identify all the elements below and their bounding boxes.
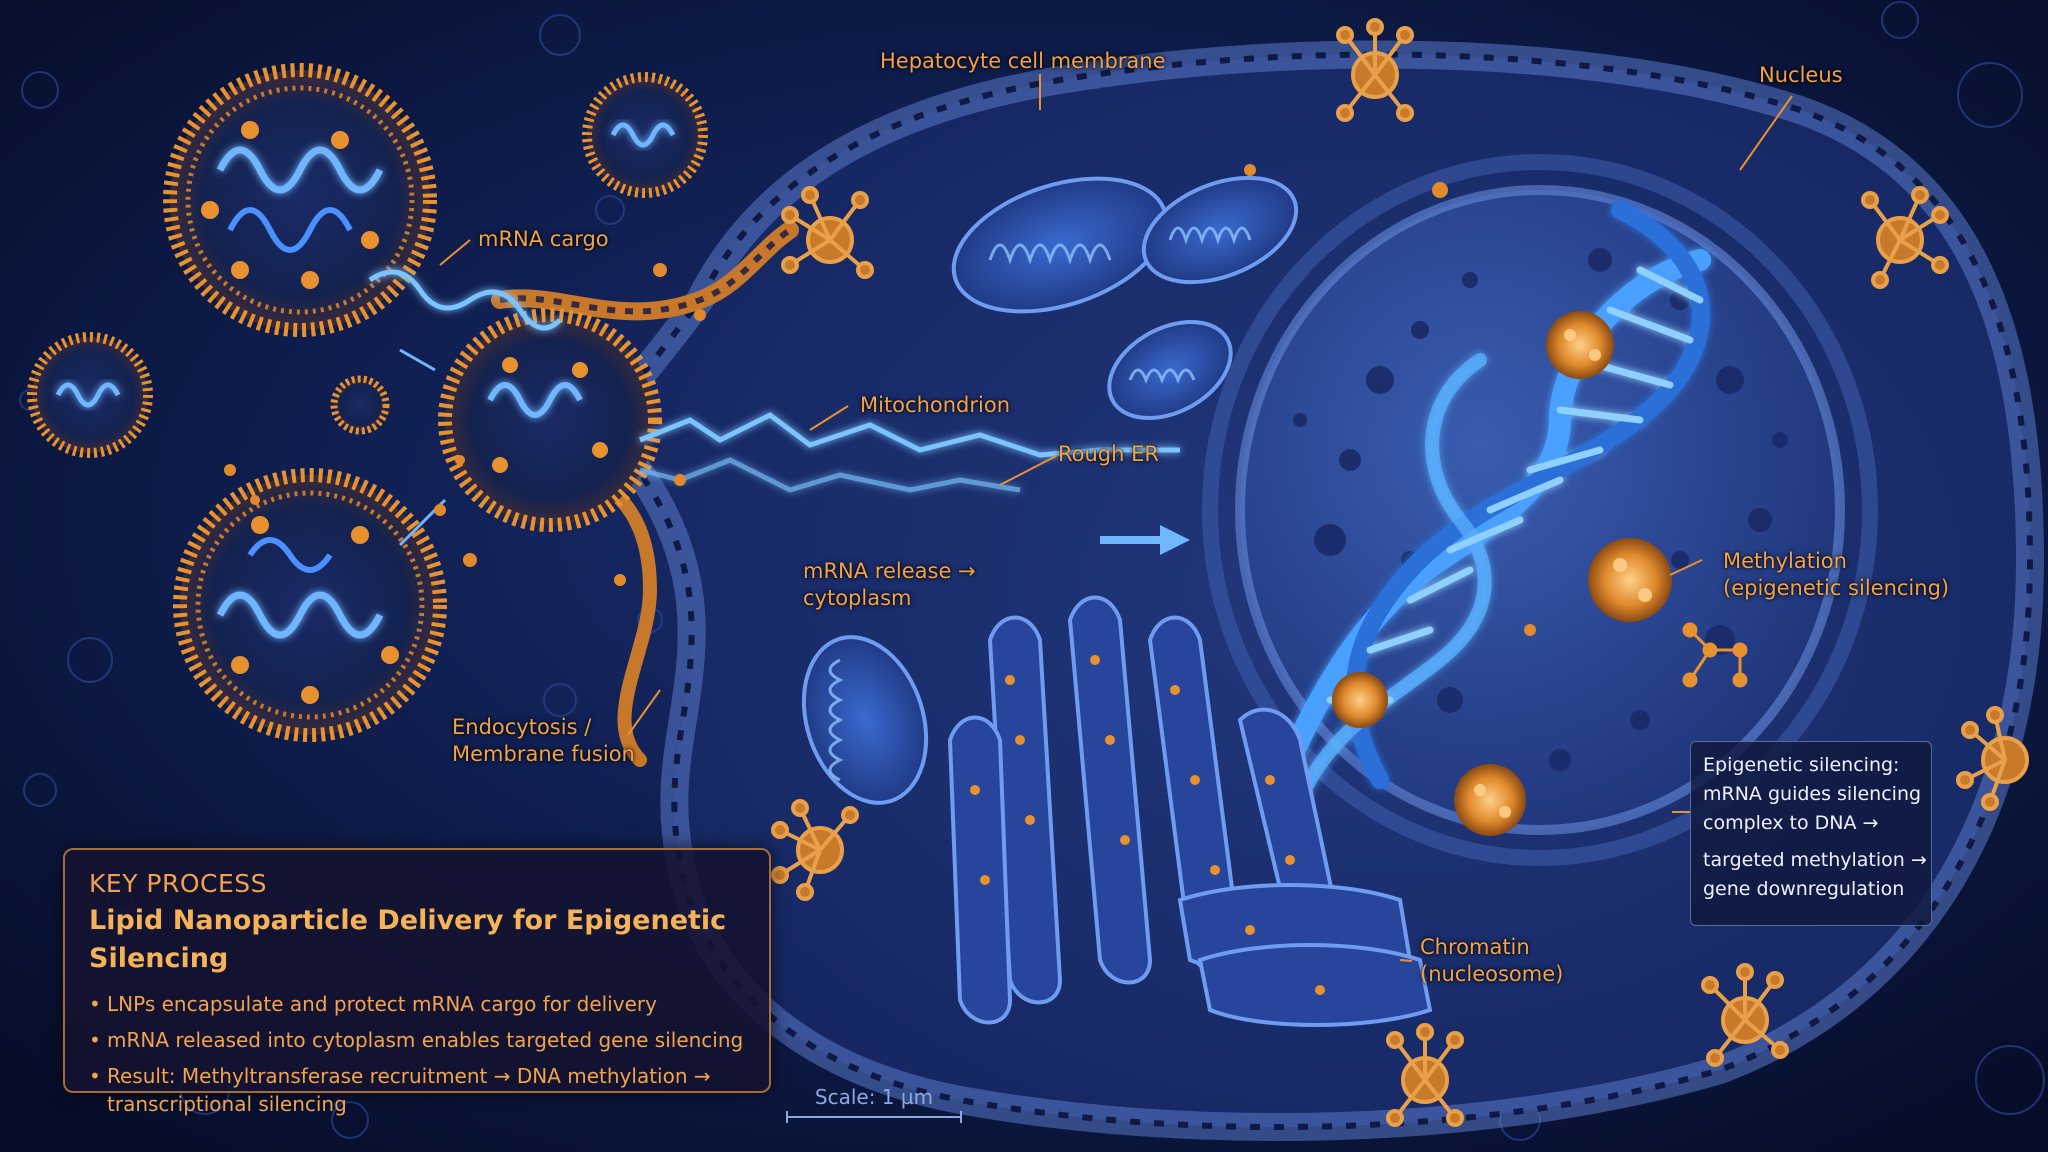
key-process-title: Lipid Nanoparticle Delivery for Epigenet…: [89, 905, 727, 974]
key-process-heading: KEY PROCESS: [89, 869, 268, 898]
key-process-box: KEY PROCESS Lipid Nanoparticle Delivery …: [63, 848, 771, 1116]
label-mrna-cargo: mRNA cargo: [478, 227, 609, 251]
chromatin-clusters: [1332, 311, 1672, 836]
note-line-3: complex to DNA →: [1703, 812, 1879, 834]
scale-text: Scale: 1 µm: [814, 1085, 934, 1109]
label-chromatin: Chromatin (nucleosome): [1420, 934, 1563, 988]
leader-lines: [439, 74, 1793, 962]
membrane-receptors: [771, 18, 2029, 1127]
label-mrna-release-line2: cytoplasm: [803, 586, 912, 610]
note-line-5: gene downregulation: [1703, 878, 1905, 900]
key-bullet-3-line1: Result: Methyltransferase recruitment → …: [107, 1064, 711, 1088]
lnp-fusing: [438, 308, 662, 532]
note-line-2: mRNA guides silencing: [1703, 783, 1922, 805]
lipid-nanoparticles: [27, 63, 708, 742]
epigenetic-note-box: Epigenetic silencing: mRNA guides silenc…: [1690, 741, 1932, 926]
lnp-tiny: [330, 375, 390, 435]
label-endocytosis: Endocytosis / Membrane fusion: [452, 714, 635, 768]
scale-bar: Scale: 1 µm: [786, 1084, 962, 1123]
label-methylation-line1: Methylation: [1723, 549, 1847, 573]
lnp-large-top: [163, 63, 437, 337]
label-mrna-release: mRNA release → cytoplasm: [803, 558, 976, 612]
lnp-small-left: [27, 332, 153, 458]
lipid-particles: [224, 164, 1536, 636]
label-mitochondrion: Mitochondrion: [860, 393, 1011, 417]
lnp-large-bottom: [173, 468, 447, 742]
label-chromatin-line2: (nucleosome): [1420, 962, 1564, 986]
label-mrna-release-line1: mRNA release →: [803, 559, 976, 583]
mrna-release-strand: [368, 269, 1180, 493]
note-line-4: targeted methylation →: [1703, 849, 1927, 871]
lnp-small-top: [582, 72, 708, 198]
methyl-molecule: [1682, 622, 1748, 688]
label-chromatin-line1: Chromatin: [1420, 935, 1530, 959]
label-endocytosis-line2: Membrane fusion: [452, 742, 635, 766]
scale-line: [786, 1111, 962, 1123]
label-endocytosis-line1: Endocytosis /: [452, 715, 592, 739]
key-process-bullets: LNPs encapsulate and protect mRNA cargo …: [89, 990, 745, 1118]
rough-er: [947, 595, 1433, 1027]
key-bullet-1: LNPs encapsulate and protect mRNA cargo …: [89, 990, 745, 1018]
label-methylation: Methylation (epigenetic silencing): [1723, 548, 1949, 602]
key-bullet-3-line2: transcriptional silencing: [107, 1092, 347, 1116]
key-bullet-2: mRNA released into cytoplasm enables tar…: [89, 1026, 745, 1054]
label-membrane: Hepatocyte cell membrane: [880, 49, 1166, 73]
label-rough-er: Rough ER: [1058, 442, 1159, 466]
label-nucleus: Nucleus: [1759, 63, 1843, 87]
note-line-1: Epigenetic silencing:: [1703, 754, 1900, 776]
ribosomes: [970, 655, 1325, 995]
mitochondria-cristae: [828, 226, 1252, 782]
key-bullet-3: Result: Methyltransferase recruitment → …: [89, 1062, 745, 1118]
label-methylation-line2: (epigenetic silencing): [1723, 576, 1950, 600]
